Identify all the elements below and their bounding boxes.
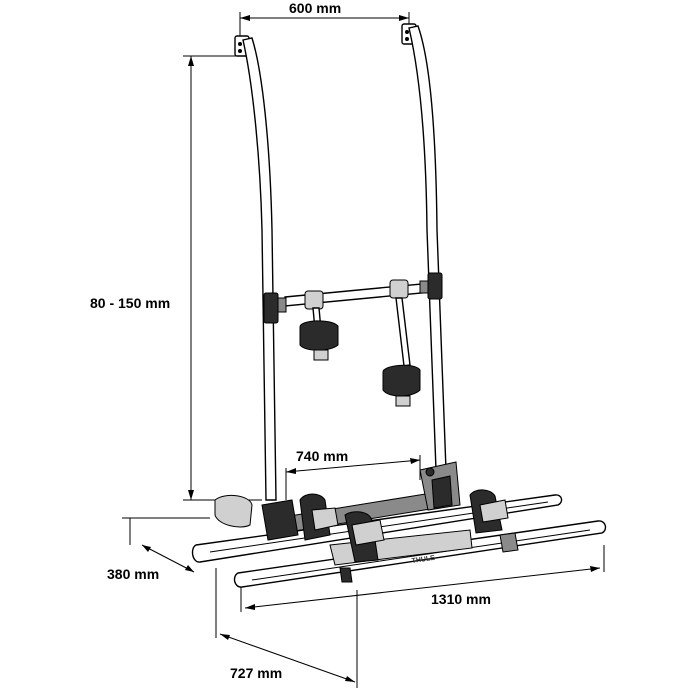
dimension-frame-depth: 727 mm [230, 665, 283, 681]
dimension-lines [122, 12, 605, 688]
dimension-depth: 380 mm [107, 566, 160, 582]
dimension-top-width: 600 mm [289, 0, 342, 16]
dimension-rail-length: 1310 mm [431, 591, 491, 607]
dimension-inner-width: 740 mm [296, 448, 349, 464]
carrier-base [191, 461, 607, 588]
upright-frame [234, 23, 447, 501]
dimension-height: 80 - 150 mm [90, 295, 171, 311]
brand-label: THULE [411, 555, 435, 565]
